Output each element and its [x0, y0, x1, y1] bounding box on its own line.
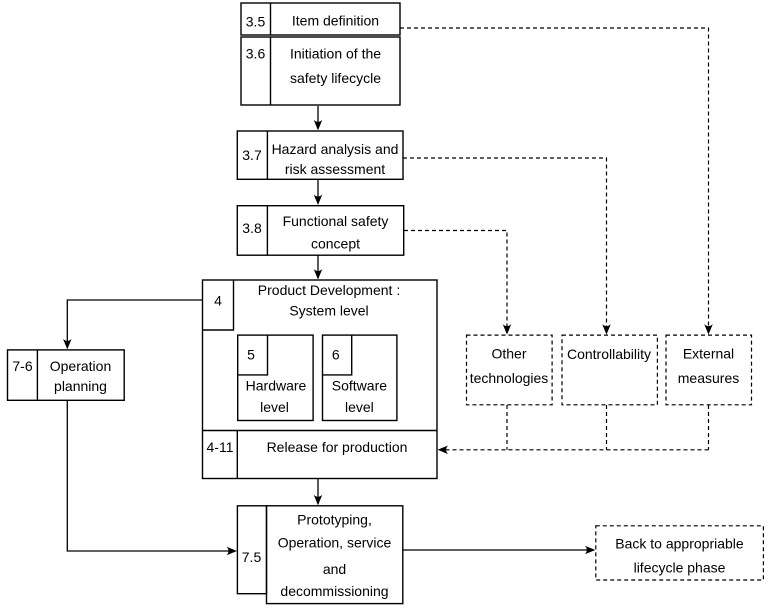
svg-text:level: level [260, 399, 289, 415]
svg-text:Item definition: Item definition [292, 13, 379, 29]
svg-text:Product Development :: Product Development : [258, 282, 400, 298]
svg-text:measures: measures [678, 370, 739, 386]
svg-text:Other: Other [491, 346, 526, 362]
svg-text:Functional safety: Functional safety [283, 213, 389, 229]
svg-text:4-11: 4-11 [207, 439, 234, 455]
svg-text:and: and [323, 561, 346, 577]
svg-text:lifecycle phase: lifecycle phase [634, 560, 726, 576]
svg-text:level: level [345, 399, 374, 415]
svg-text:External: External [683, 346, 734, 362]
svg-text:Back to appropriable: Back to appropriable [615, 536, 744, 552]
svg-text:planning: planning [54, 378, 107, 394]
svg-text:7-6: 7-6 [12, 358, 32, 374]
svg-text:3.6: 3.6 [246, 46, 266, 62]
svg-text:3.7: 3.7 [242, 147, 262, 163]
svg-text:Operation: Operation [50, 358, 111, 374]
svg-text:7.5: 7.5 [242, 549, 262, 565]
svg-text:Hardware: Hardware [246, 377, 307, 393]
svg-text:Controllability: Controllability [567, 346, 651, 362]
svg-text:4: 4 [214, 293, 222, 309]
svg-text:technologies: technologies [470, 370, 549, 386]
svg-text:safety lifecycle: safety lifecycle [290, 70, 381, 86]
svg-text:concept: concept [311, 236, 360, 252]
svg-text:decommissioning: decommissioning [280, 583, 388, 599]
svg-text:Prototyping,: Prototyping, [297, 512, 372, 528]
svg-text:Release for production: Release for production [267, 439, 408, 455]
svg-text:6: 6 [332, 346, 340, 362]
svg-text:Software: Software [332, 377, 387, 393]
svg-text:5: 5 [247, 346, 255, 362]
svg-text:Hazard analysis and: Hazard analysis and [272, 141, 399, 157]
svg-text:System level: System level [289, 303, 368, 319]
svg-text:3.8: 3.8 [242, 220, 262, 236]
svg-text:risk assessment: risk assessment [285, 161, 385, 177]
svg-text:3.5: 3.5 [246, 14, 266, 30]
svg-text:Initiation of the: Initiation of the [290, 46, 381, 62]
svg-text:Operation, service: Operation, service [278, 535, 392, 551]
